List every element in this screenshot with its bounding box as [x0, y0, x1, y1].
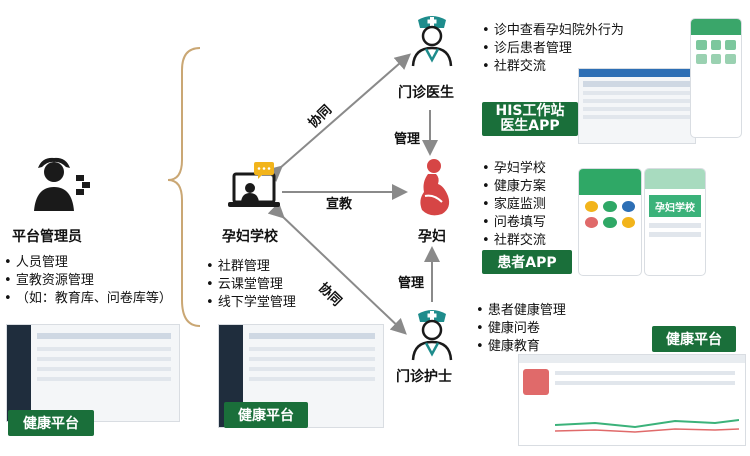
list-item: 社群交流	[482, 232, 546, 250]
nurse-duties: 患者健康管理 健康问卷 健康教育	[476, 302, 566, 356]
admin-duties: 人员管理 宣教资源管理 （如：教育库、问卷库等）	[4, 254, 172, 308]
list-item: 诊后患者管理	[482, 40, 624, 58]
list-item: 线下学堂管理	[206, 294, 296, 312]
his-app-badge-line1: HIS工作站	[495, 103, 565, 119]
health-platform-badge-nurse: 健康平台	[652, 326, 736, 352]
list-item: 社群管理	[206, 258, 296, 276]
his-app-badge-line2: 医生APP	[500, 118, 560, 134]
pregnant-label: 孕妇	[418, 229, 446, 245]
edge-label-educate: 宣教	[326, 197, 353, 212]
list-item: 人员管理	[4, 254, 172, 272]
school-label: 孕妇学校	[222, 229, 278, 245]
patient-phone-screenshot-2: 孕妇学校	[644, 168, 706, 276]
patient-app-badge: 患者APP	[482, 250, 572, 274]
nurse-platform-screenshot	[518, 354, 746, 446]
doctor-phone-screenshot	[690, 18, 742, 138]
grouping-bracket	[167, 47, 201, 327]
nurse-platform-trend	[555, 419, 739, 433]
doctor-duties: 诊中查看孕妇院外行为 诊后患者管理 社群交流	[482, 22, 624, 76]
doctor-label: 门诊医生	[398, 85, 454, 101]
list-item: 患者健康管理	[476, 302, 566, 320]
doctor-icon	[411, 16, 453, 67]
nurse-icon	[411, 310, 453, 361]
school-duties: 社群管理 云课堂管理 线下学堂管理	[206, 258, 296, 312]
admin-person-icon	[34, 157, 90, 211]
list-item: （如：教育库、问卷库等）	[4, 290, 172, 308]
list-item: 健康问卷	[476, 320, 566, 338]
list-item: 云课堂管理	[206, 276, 296, 294]
patient-phone-screenshot-1	[578, 168, 642, 276]
list-item: 孕妇学校	[482, 160, 546, 178]
admin-platform-screenshot	[6, 324, 180, 422]
edge-label-manage-bottom: 管理	[398, 276, 425, 291]
edge-label-manage-top: 管理	[394, 132, 421, 147]
phone-app-title: 孕妇学校	[649, 195, 701, 217]
list-item: 家庭监测	[482, 196, 546, 214]
list-item: 诊中查看孕妇院外行为	[482, 22, 624, 40]
list-item: 问卷填写	[482, 214, 546, 232]
list-item: 健康方案	[482, 178, 546, 196]
health-platform-badge-admin: 健康平台	[8, 410, 94, 436]
nurse-label: 门诊护士	[396, 369, 452, 385]
edge-school-doctor	[265, 53, 412, 182]
edge-school-nurse	[267, 201, 407, 335]
school-laptop-icon	[228, 162, 280, 207]
admin-label: 平台管理员	[12, 229, 82, 245]
pregnant-woman-icon	[420, 159, 450, 216]
his-desktop-screenshot	[578, 68, 696, 144]
health-platform-badge-school: 健康平台	[224, 402, 308, 428]
list-item: 健康教育	[476, 338, 566, 356]
his-app-badge: HIS工作站 医生APP	[482, 102, 578, 136]
list-item: 宣教资源管理	[4, 272, 172, 290]
pregnant-duties: 孕妇学校 健康方案 家庭监测 问卷填写 社群交流	[482, 160, 546, 250]
list-item: 社群交流	[482, 58, 624, 76]
